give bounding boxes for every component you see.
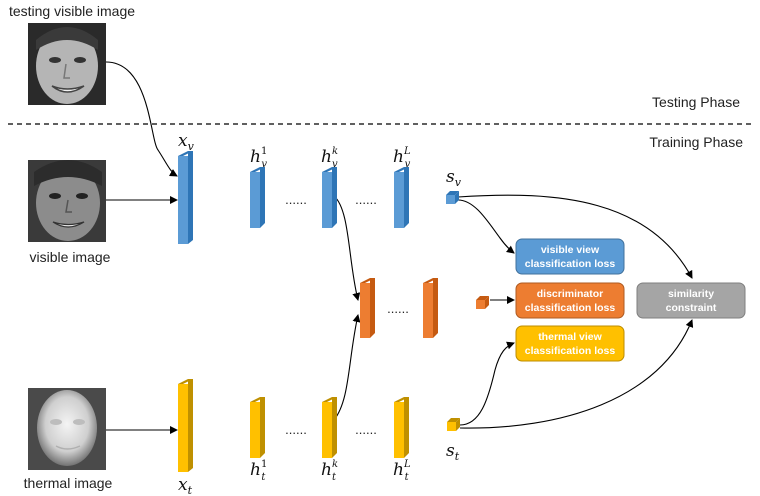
thermal-hidden-layer-L [394,397,409,458]
visible-hidden-layer-L [394,167,409,228]
discriminator-network [360,278,489,338]
thermal-score-cube [447,418,460,431]
training-phase-label: Training Phase [649,134,743,150]
testing-phase-label: Testing Phase [652,94,740,110]
testing-visible-image-label: testing visible image [9,3,135,19]
thermal-dots-2: ...... [355,422,377,437]
arrow-sv-to-similarity [457,194,693,279]
discriminator-layer-1 [360,278,375,338]
arrow-st-to-similarity [459,319,694,429]
arrow-hvk-to-disc [333,195,361,301]
connection-arrows [105,61,694,434]
visible-loss-line2: classification loss [525,258,616,270]
discriminator-layer-L [423,278,438,338]
visible-input-layer [178,151,193,244]
discriminator-loss-box: discriminator classification loss [515,282,625,319]
visible-hidden-layer-k [322,167,337,228]
visible-loss-line1: visible view [541,244,600,256]
thermal-input-layer [178,379,193,472]
visible-dots-1: ...... [285,192,307,207]
arrow-htk-to-disc [333,314,361,421]
thermal-hidden-layer-k [322,397,337,458]
discriminator-loss-line1: discriminator [537,288,604,300]
testing-face-photo [28,23,106,105]
visible-score-cube [446,191,459,204]
symbol-x-v: xv [178,131,195,153]
symbol-s-t: st [446,441,460,463]
visible-dots-2: ...... [355,192,377,207]
visible-hidden-layer-1 [250,167,265,228]
visible-face-photo [28,160,106,242]
discriminator-score-cube [476,296,489,309]
thermal-loss-line2: classification loss [525,345,616,357]
thermal-loss-box: thermal view classification loss [515,325,625,362]
thermal-face-photo [28,388,106,470]
visible-network [178,151,459,244]
visible-image-label: visible image [30,249,111,265]
thermal-dots-1: ...... [285,422,307,437]
similarity-line2: constraint [666,302,717,314]
thermal-loss-line1: thermal view [538,331,602,343]
visible-loss-box: visible view classification loss [515,238,625,275]
similarity-constraint-box: similarity constraint [636,282,746,319]
discriminator-dots: ...... [387,301,409,316]
thermal-image-label: thermal image [24,475,113,491]
symbol-x-t: xt [178,475,193,496]
symbol-s-v: sv [446,167,462,189]
arrow-testing-to-xv [105,61,178,177]
arrow-st-to-thermal-loss [459,341,515,426]
discriminator-loss-line2: classification loss [525,302,616,314]
arrow-sv-to-visible-loss [457,199,515,254]
similarity-line1: similarity [668,288,714,300]
thermal-network [178,379,460,472]
thermal-hidden-layer-1 [250,397,265,458]
